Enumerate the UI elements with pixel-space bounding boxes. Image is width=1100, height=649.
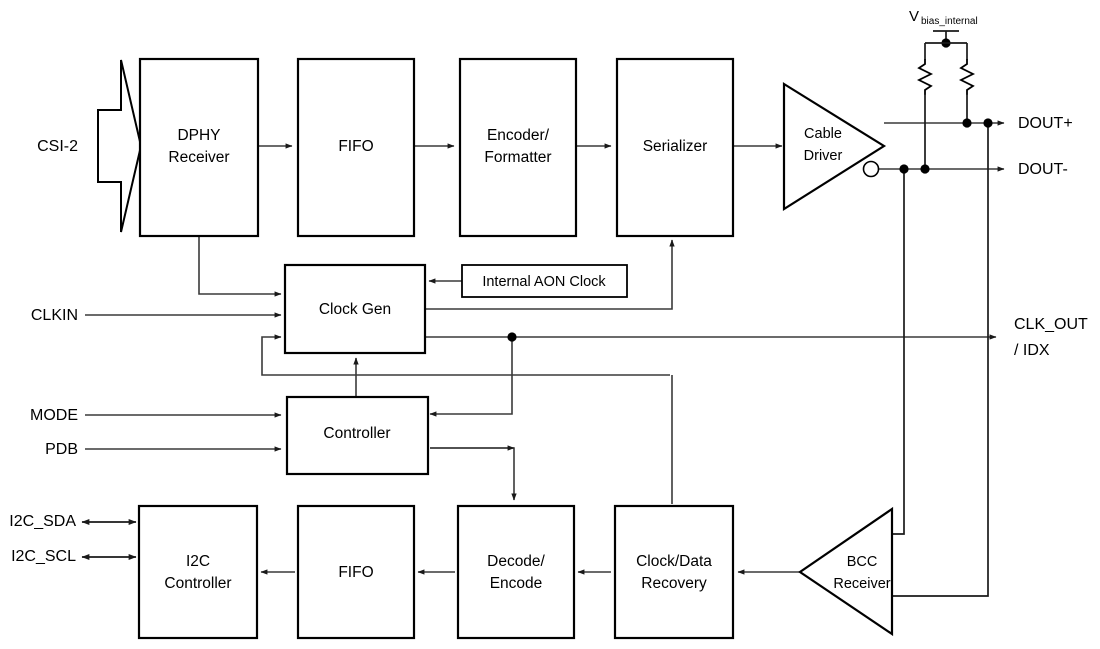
block-serializer[interactable]: Serializer — [615, 57, 735, 238]
block-decode-encode-label-2: Encode — [490, 575, 543, 592]
block-serializer-label: Serializer — [643, 138, 708, 155]
block-dphy-receiver-label-1: DPHY — [177, 127, 220, 144]
port-label-i2c-sda: I2C_SDA — [9, 513, 76, 530]
block-cable-driver-label-2: Driver — [804, 148, 843, 164]
block-i2c-controller-label-2: Controller — [164, 575, 231, 592]
csi2-connector-shape — [97, 59, 143, 233]
wire-doutn-to-bccrx — [892, 169, 905, 535]
junction-dot-doutp-bias — [962, 118, 972, 128]
junction-dot-doutn — [899, 164, 909, 174]
block-internal-aon-clock[interactable]: Internal AON Clock — [461, 264, 628, 298]
block-encoder-formatter[interactable]: Encoder/ Formatter — [458, 57, 578, 238]
port-label-doutn: DOUT- — [1018, 161, 1068, 178]
block-cable-driver-label-1: Cable — [804, 126, 842, 142]
block-fifo-top[interactable]: FIFO — [296, 57, 416, 238]
supply-label-main: V — [909, 8, 919, 25]
block-encoder-formatter-label-2: Formatter — [484, 149, 551, 166]
wire-controller-to-decode — [430, 447, 517, 501]
block-dphy-receiver[interactable]: DPHY Receiver — [138, 57, 260, 238]
block-controller[interactable]: Controller — [285, 395, 430, 476]
block-i2c-controller-label-1: I2C — [186, 553, 210, 570]
port-label-doutp: DOUT+ — [1018, 115, 1073, 132]
port-label-clkin: CLKIN — [31, 307, 78, 324]
wire-feedback-to-clockgen — [261, 334, 670, 376]
junction-dot-doutp — [983, 118, 993, 128]
block-decode-encode-label-1: Decode/ — [487, 553, 545, 570]
wire-clockgen-to-serializer — [425, 239, 675, 310]
block-cable-driver[interactable]: Cable Driver — [782, 82, 887, 211]
block-clock-data-recovery[interactable]: Clock/Data Recovery — [613, 504, 735, 640]
block-i2c-controller[interactable]: I2C Controller — [137, 504, 259, 640]
resistor-left-icon — [916, 59, 934, 95]
port-label-pdb: PDB — [45, 441, 78, 458]
block-fifo-bottom[interactable]: FIFO — [296, 504, 416, 640]
port-label-i2c-scl: I2C_SCL — [11, 548, 76, 565]
wire-dphy-to-clockgen — [198, 236, 282, 297]
block-decode-encode[interactable]: Decode/ Encode — [456, 504, 576, 640]
block-controller-label: Controller — [323, 425, 390, 442]
wires-layer — [81, 30, 1005, 597]
block-fifo-top-label: FIFO — [338, 138, 373, 155]
block-cdr-label-2: Recovery — [641, 575, 707, 592]
port-label-clkout-line2: / IDX — [1014, 342, 1050, 359]
block-clock-gen-label: Clock Gen — [319, 301, 391, 318]
block-fifo-bottom-label: FIFO — [338, 564, 373, 581]
resistor-right-icon — [958, 59, 976, 95]
supply-label-subscript: bias_internal — [921, 16, 978, 27]
block-dphy-receiver-label-2: Receiver — [168, 149, 229, 166]
wire-clockgen-tap-to-controller — [429, 337, 513, 417]
block-clock-gen[interactable]: Clock Gen — [283, 263, 427, 355]
junction-dot-doutn-bias — [920, 164, 930, 174]
block-bcc-receiver-label-1: BCC — [847, 554, 878, 570]
port-label-clkout-line1: CLK_OUT — [1014, 316, 1088, 333]
supply-label-vbias-internal: V bias_internal — [909, 8, 978, 27]
junction-dot-clockgen-tap — [507, 332, 517, 342]
block-encoder-formatter-label-1: Encoder/ — [487, 127, 550, 144]
block-bcc-receiver[interactable]: BCC Receiver — [798, 506, 894, 637]
wire-doutp-to-bccrx — [892, 123, 989, 597]
block-internal-aon-clock-label: Internal AON Clock — [482, 274, 606, 290]
block-cdr-label-1: Clock/Data — [636, 553, 712, 570]
block-bcc-receiver-label-2: Receiver — [833, 576, 890, 592]
cable-driver-inverting-bubble-icon — [862, 160, 880, 178]
port-label-csi2: CSI-2 — [37, 138, 78, 155]
port-label-mode: MODE — [30, 407, 78, 424]
